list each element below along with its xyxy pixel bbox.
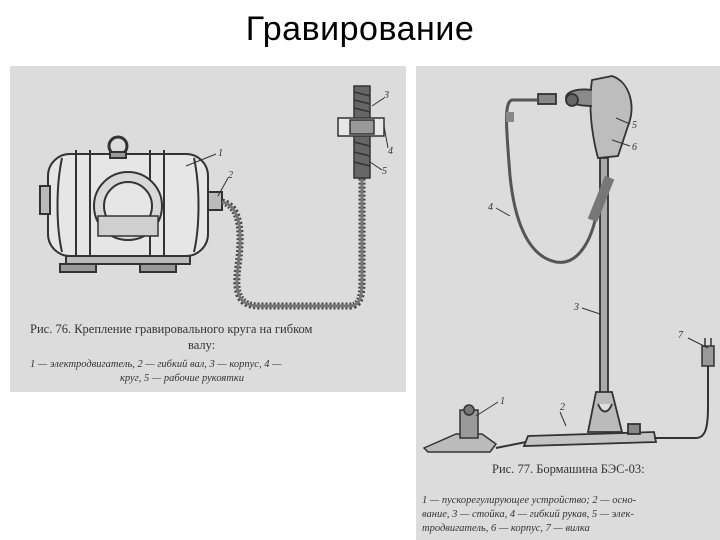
- flexible-shaft: [220, 174, 366, 310]
- callout-77-6: 6: [632, 142, 637, 153]
- callout-77-3: 3: [573, 302, 579, 313]
- callout-76-1: 1: [218, 148, 223, 159]
- callout-76-2: 2: [228, 170, 233, 181]
- figure-77-legend-line1: 1 — пускорегулирующее устройство; 2 — ос…: [422, 495, 637, 506]
- plug: [701, 338, 715, 367]
- figure-77-panel: 1 2 3 4 5 6 7 Рис. 77. Бормашина БЭС-03:…: [416, 66, 720, 540]
- figure-76-legend-line1: 1 — электродвигатель, 2 — гибкий вал, 3 …: [30, 359, 282, 370]
- figure-77-illustration: 1 2 3 4 5 6 7: [422, 75, 715, 453]
- figure-76-caption: Рис. 76. Крепление гравировального круга…: [30, 322, 313, 336]
- motor-housing: [589, 75, 633, 159]
- figure-76-illustration: 1 2 3 4 5: [39, 85, 393, 310]
- callout-77-7: 7: [678, 330, 684, 341]
- slide-title: Гравирование: [245, 10, 475, 48]
- callout-76-4: 4: [388, 146, 393, 157]
- flexible-hose: [505, 98, 606, 264]
- callout-76-3: 3: [383, 90, 389, 101]
- figure-77-legend-line2: вание, 3 — стойка, 4 — гибкий рукав, 5 —…: [422, 509, 634, 520]
- callout-77-1: 1: [500, 396, 505, 407]
- engraving-tool-holder: [337, 85, 385, 179]
- figure-77-caption: Рис. 77. Бормашина БЭС-03:: [492, 462, 645, 476]
- figure-76-caption-cont: валу:: [188, 338, 216, 352]
- figure-76-legend-line2: круг, 5 — рабочие рукоятки: [120, 373, 245, 384]
- figure-77-legend-line3: тродвигатель, 6 — корпус, 7 — вилка: [422, 523, 590, 534]
- handpiece: [587, 175, 615, 223]
- callout-76-5: 5: [382, 166, 387, 177]
- callout-77-5: 5: [632, 120, 637, 131]
- callout-77-4: 4: [488, 202, 493, 213]
- figure-76-panel: 1 2 3 4 5 Рис. 76. Крепление гравироваль…: [10, 66, 406, 392]
- callout-77-2: 2: [560, 402, 565, 413]
- foot-switch: [422, 404, 498, 453]
